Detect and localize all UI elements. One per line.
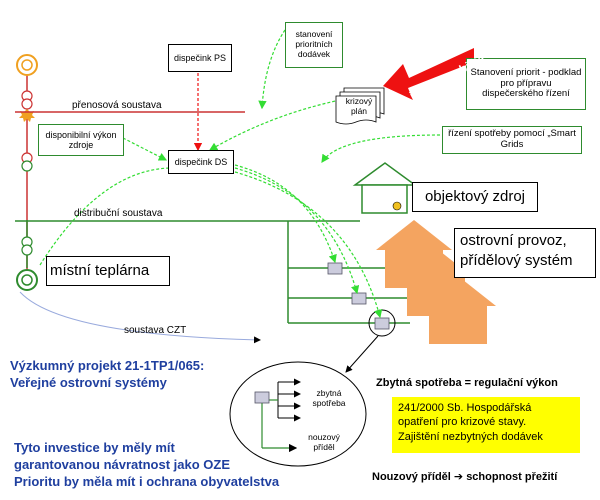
ostrovni-box: ostrovní provoz, přídělový systém xyxy=(454,228,596,278)
zbytna-regulacni-text: Zbytná spotřeba = regulační výkon xyxy=(376,377,558,389)
house-3-icon xyxy=(420,276,496,344)
meter-icon xyxy=(374,317,390,330)
krizovy-plan-icon xyxy=(335,87,385,125)
dispecink-ds-box: dispečink DS xyxy=(168,150,234,174)
stanoveni-priorit-label: Stanovení priorit - podklad pro přípravu… xyxy=(470,66,582,100)
arrow-right-icon: ➔ xyxy=(453,471,464,483)
stanoveni-dodavek-box: stanovení prioritních dodávek xyxy=(285,22,343,68)
prenosova-label: přenosová soustava xyxy=(72,100,162,111)
disponibilni-label: disponibilní výkon zdroje xyxy=(45,129,117,150)
krizovy-plan-label: krizový plán xyxy=(345,96,373,117)
stanoveni-dodavek-label: stanovení prioritních dodávek xyxy=(295,29,333,59)
meter-icon xyxy=(351,292,367,305)
mistni-teplarna-box: místní teplárna xyxy=(46,256,170,286)
objektovy-zdroj-box: objektový zdroj xyxy=(412,182,538,212)
objektovy-zdroj-label: objektový zdroj xyxy=(424,188,526,206)
czt-line xyxy=(19,291,261,344)
yellow-note: 241/2000 Sb. Hospodářská opatření pro kr… xyxy=(392,397,580,453)
investice-text: Tyto investice by měly mít garantovanou … xyxy=(14,440,280,489)
soustava-czt-label: soustava CZT xyxy=(124,325,187,336)
nouzovy-label: nouzový příděl xyxy=(308,432,340,453)
meter-icon xyxy=(327,262,343,275)
disponibilni-box: disponibilní výkon zdroje xyxy=(38,124,124,156)
detail-ellipse xyxy=(229,361,367,467)
vyzkumny-projekt-text: Výzkumný projekt 21-1TP1/065: Veřejné os… xyxy=(10,358,205,390)
stanoveni-priorit-box: Stanovení priorit - podklad pro přípravu… xyxy=(466,58,586,110)
ostrovni-label-1: ostrovní provoz, xyxy=(460,232,567,249)
rizeni-spotreby-label: řízení spotřeby pomocí „Smart Grids xyxy=(448,128,576,150)
rizeni-spotreby-box: řízení spotřeby pomocí „Smart Grids xyxy=(442,126,582,154)
distribucni-label: distribuční soustava xyxy=(74,208,163,219)
dispecink-ds-label: dispečink DS xyxy=(174,156,228,167)
objektovy-zdroj-house-icon xyxy=(352,162,418,214)
dispecink-ps-box: dispečink PS xyxy=(168,44,232,72)
meter-icon xyxy=(254,391,270,404)
zbytna-label: zbytná spotřeba xyxy=(312,388,346,409)
dispecink-ps-label: dispečink PS xyxy=(173,52,227,63)
interoperabilita-arrow xyxy=(383,48,474,100)
nouzovy-pridel-text: Nouzový příděl ➔ schopnost přežití xyxy=(372,471,558,483)
ostrovni-label-2: přídělový systém xyxy=(460,251,573,269)
mistni-teplarna-label: místní teplárna xyxy=(50,262,150,280)
